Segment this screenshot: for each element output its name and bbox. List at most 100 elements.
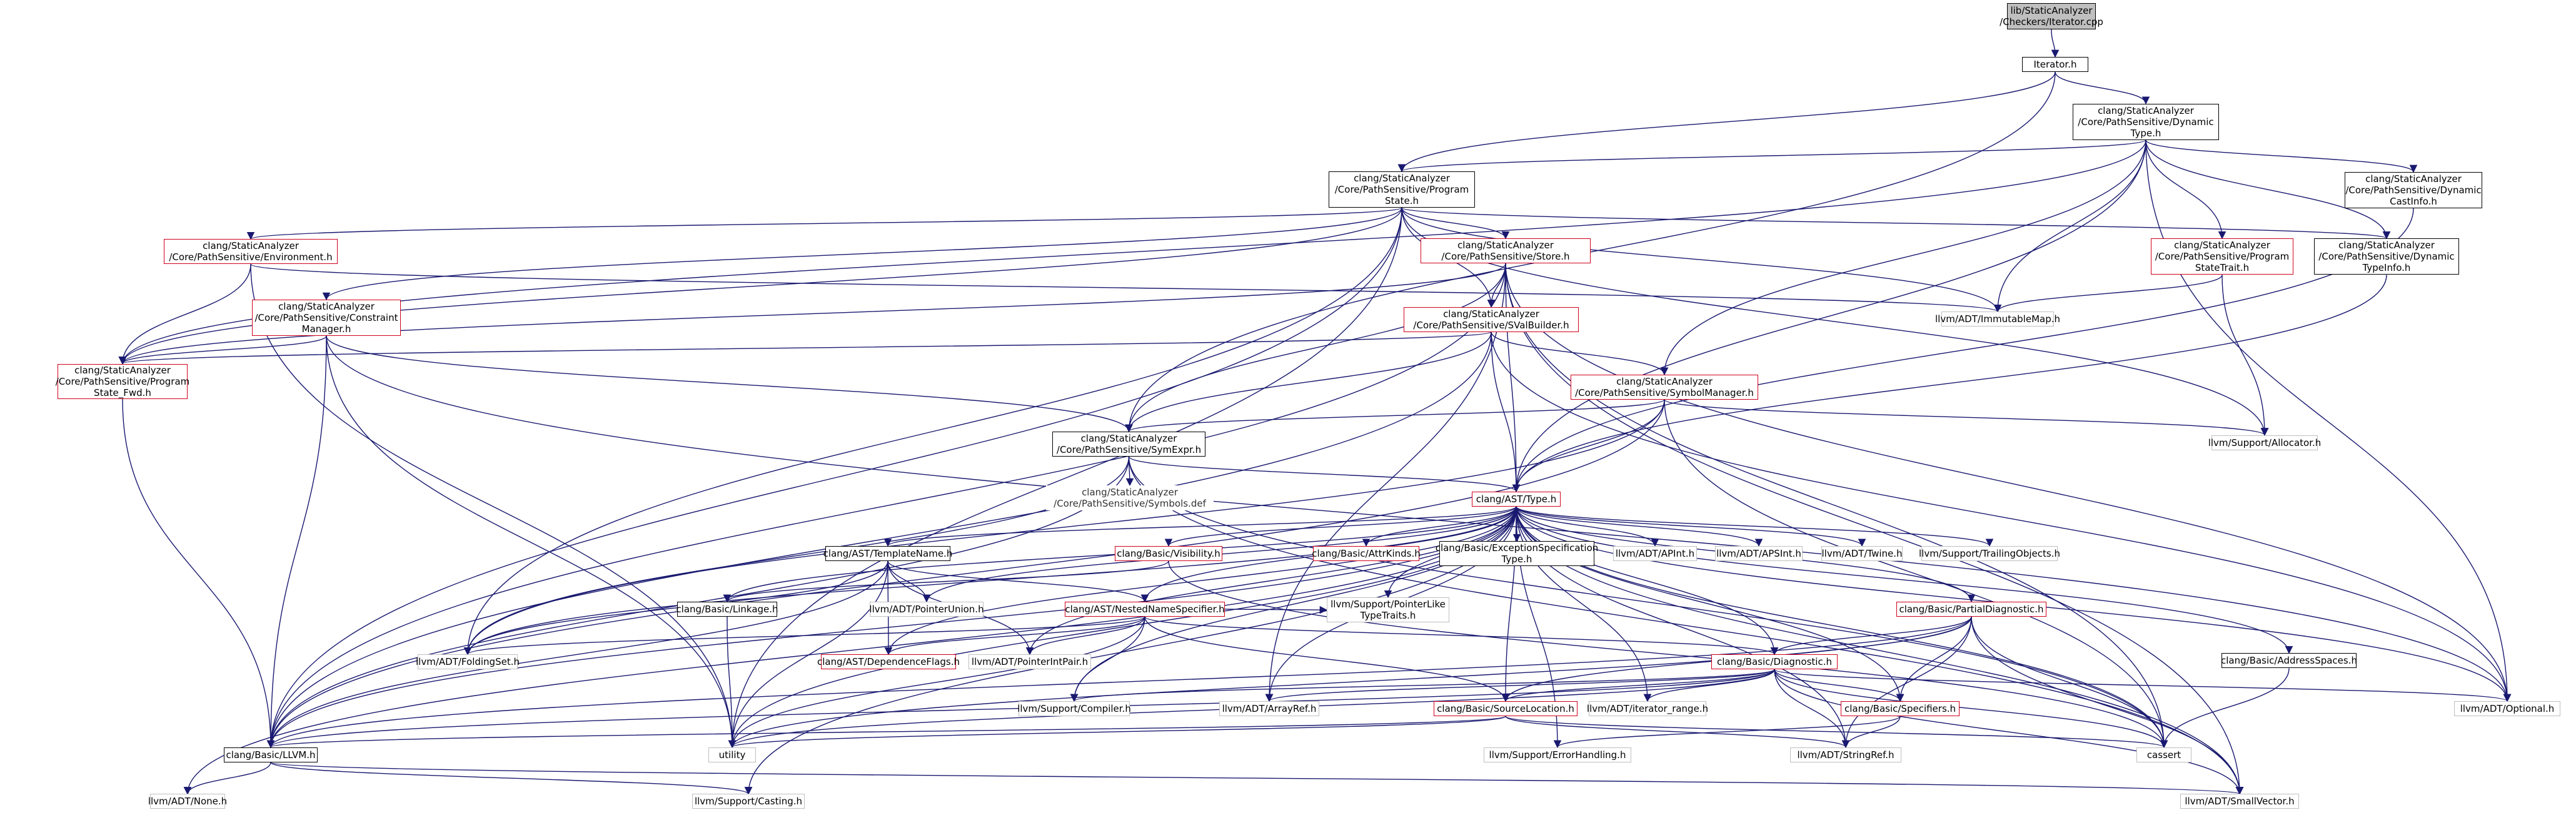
node-dyntypeinfo[interactable]: clang/StaticAnalyzer /Core/PathSensitive… bbox=[2314, 238, 2459, 275]
node-partialdiag[interactable]: clang/Basic/PartialDiagnostic.h bbox=[1896, 601, 2046, 617]
node-iterrange[interactable]: llvm/ADT/iterator_range.h bbox=[1587, 701, 1708, 716]
node-visibility[interactable]: clang/Basic/Visibility.h bbox=[1115, 545, 1222, 561]
node-smallvector[interactable]: llvm/ADT/SmallVector.h bbox=[2180, 794, 2299, 809]
node-root[interactable]: lib/StaticAnalyzer /Checkers/Iterator.cp… bbox=[2000, 3, 2103, 29]
edge-dyntype-to-symbolmgr bbox=[1660, 139, 2146, 376]
node-allocator[interactable]: llvm/Support/Allocator.h bbox=[2208, 435, 2321, 450]
edge-environment-to-psfwd bbox=[118, 264, 251, 365]
node-svalbuilder[interactable]: clang/StaticAnalyzer /Core/PathSensitive… bbox=[1404, 306, 1579, 332]
edge-dyntype-to-dyncast bbox=[2145, 139, 2418, 173]
edge-store-to-llvmh bbox=[266, 263, 1506, 748]
node-nonehdr[interactable]: llvm/ADT/None.h bbox=[148, 794, 227, 809]
node-symexpr[interactable]: clang/StaticAnalyzer /Core/PathSensitive… bbox=[1052, 431, 1205, 457]
edge-dyntype-to-asttype bbox=[1512, 139, 2146, 492]
node-store[interactable]: clang/StaticAnalyzer /Core/PathSensitive… bbox=[1421, 238, 1591, 264]
node-asttype[interactable]: clang/AST/Type.h bbox=[1472, 491, 1561, 507]
edge-asttype-to-twine bbox=[1516, 506, 1866, 547]
edge-templatename-to-utility bbox=[728, 560, 888, 748]
edge-symbolmgr-to-asttype bbox=[1512, 399, 1665, 492]
node-environment[interactable]: clang/StaticAnalyzer /Core/PathSensitive… bbox=[164, 239, 338, 265]
edge-svalbuilder-to-psfwd bbox=[119, 331, 1492, 365]
edge-progstate-to-utility bbox=[728, 208, 1402, 748]
node-pointerintpair[interactable]: llvm/ADT/PointerIntPair.h bbox=[969, 654, 1091, 670]
node-apsint[interactable]: llvm/ADT/APSInt.h bbox=[1715, 545, 1803, 561]
node-compiler[interactable]: llvm/Support/Compiler.h bbox=[1017, 701, 1131, 716]
node-diagnostic[interactable]: clang/Basic/Diagnostic.h bbox=[1711, 654, 1838, 670]
node-pointerlike[interactable]: llvm/Support/PointerLike TypeTraits.h bbox=[1327, 597, 1449, 623]
edge-sourceloc-to-llvmh bbox=[267, 716, 1506, 748]
edge-symexpr-to-asttype bbox=[1128, 456, 1521, 492]
edge-asttype-to-apsint bbox=[1516, 506, 1763, 547]
node-depflags[interactable]: clang/AST/DependenceFlags.h bbox=[817, 654, 960, 670]
edge-store-to-psfwd bbox=[119, 263, 1506, 365]
edge-environment-to-utility bbox=[250, 264, 737, 748]
node-symbolmgr[interactable]: clang/StaticAnalyzer /Core/PathSensitive… bbox=[1571, 374, 1758, 400]
edge-asttype-to-apint bbox=[1516, 506, 1659, 547]
node-dyncast[interactable]: clang/StaticAnalyzer /Core/PathSensitive… bbox=[2345, 171, 2482, 208]
edge-psfwd-to-llvmh bbox=[122, 398, 275, 748]
node-immutablemap[interactable]: llvm/ADT/ImmutableMap.h bbox=[1935, 311, 2060, 327]
node-sourceloc[interactable]: clang/Basic/SourceLocation.h bbox=[1434, 701, 1577, 716]
edge-progstate-to-immutablemap bbox=[1401, 208, 2002, 313]
edge-sourceloc-to-utility bbox=[728, 716, 1506, 748]
node-optional[interactable]: llvm/ADT/Optional.h bbox=[2454, 701, 2560, 716]
edge-symexpr-to-smallvector bbox=[1128, 456, 2244, 795]
node-stringref[interactable]: llvm/ADT/StringRef.h bbox=[1790, 747, 1901, 762]
edge-progstate-to-constraint bbox=[322, 207, 1402, 301]
edge-addrspaces-to-cassert bbox=[2160, 668, 2290, 748]
node-psfwd[interactable]: clang/StaticAnalyzer /Core/PathSensitive… bbox=[55, 363, 190, 399]
node-constraint[interactable]: clang/StaticAnalyzer /Core/PathSensitive… bbox=[252, 300, 401, 337]
edge-svalbuilder-to-asttype bbox=[1491, 332, 1521, 492]
edge-nns-to-foldingset bbox=[464, 616, 1145, 656]
node-arrayref[interactable]: llvm/ADT/ArrayRef.h bbox=[1219, 701, 1319, 716]
edge-diagnostic-to-optional bbox=[1774, 669, 2511, 702]
edge-iterator-to-progstate bbox=[1397, 72, 2056, 173]
edge-asttype-to-templatename bbox=[884, 506, 1517, 547]
node-utility[interactable]: utility bbox=[708, 747, 756, 762]
edge-constraint-to-symexpr bbox=[326, 335, 1133, 433]
node-dyntype[interactable]: clang/StaticAnalyzer /Core/PathSensitive… bbox=[2073, 103, 2219, 140]
edge-templatename-to-llvmh bbox=[266, 560, 888, 748]
node-specifiers[interactable]: clang/Basic/Specifiers.h bbox=[1841, 701, 1960, 716]
node-twine[interactable]: llvm/ADT/Twine.h bbox=[1821, 545, 1903, 561]
edge-asttype-to-diagnostic bbox=[1516, 506, 1779, 656]
edge-sourceloc-to-cassert bbox=[1505, 716, 2168, 748]
edge-progstate-to-psfwd bbox=[118, 208, 1402, 365]
node-nns[interactable]: clang/AST/NestedNameSpecifier.h bbox=[1065, 601, 1225, 617]
edge-diagnostic-to-compiler bbox=[1070, 669, 1775, 702]
edge-diagnostic-to-iterrange bbox=[1643, 669, 1775, 702]
node-errorhandling[interactable]: llvm/Support/ErrorHandling.h bbox=[1484, 747, 1631, 762]
edge-asttype-to-llvmh bbox=[266, 506, 1517, 748]
node-linkage[interactable]: clang/Basic/Linkage.h bbox=[676, 601, 778, 617]
node-llvmh[interactable]: clang/Basic/LLVM.h bbox=[224, 747, 318, 762]
node-templatename[interactable]: clang/AST/TemplateName.h bbox=[823, 545, 952, 561]
node-apint[interactable]: llvm/ADT/APInt.h bbox=[1613, 545, 1697, 561]
edge-visibility-to-cassert bbox=[1168, 560, 2168, 748]
node-addrspaces[interactable]: clang/Basic/AddressSpaces.h bbox=[2221, 653, 2357, 669]
edge-llvmh-to-casting bbox=[270, 762, 752, 795]
node-progstate[interactable]: clang/StaticAnalyzer /Core/PathSensitive… bbox=[1329, 171, 1475, 208]
node-exspec[interactable]: clang/Basic/ExceptionSpecification Type.… bbox=[1435, 541, 1599, 567]
edge-symbolmgr-to-foldingset bbox=[463, 399, 1665, 656]
edge-environment-to-immutablemap bbox=[250, 263, 2001, 313]
node-trailing[interactable]: llvm/Support/TrailingObjects.h bbox=[1919, 545, 2060, 561]
edge-root-to-iterator bbox=[2051, 29, 2060, 58]
edge-symbolmgr-to-symexpr bbox=[1125, 399, 1665, 433]
node-attrkinds[interactable]: clang/Basic/AttrKinds.h bbox=[1312, 545, 1421, 561]
edge-symbolmgr-to-allocator bbox=[1664, 399, 2268, 436]
node-iterator[interactable]: Iterator.h bbox=[2022, 57, 2088, 73]
node-pstrait[interactable]: clang/StaticAnalyzer /Core/PathSensitive… bbox=[2151, 238, 2293, 275]
node-symbolsdef[interactable]: clang/StaticAnalyzer /Core/PathSensitive… bbox=[1046, 485, 1214, 511]
node-casting[interactable]: llvm/Support/Casting.h bbox=[692, 794, 805, 809]
edge-nns-to-depflags bbox=[884, 616, 1145, 656]
edge-templatename-to-nns bbox=[887, 560, 1149, 603]
edge-store-to-smallvector bbox=[1505, 263, 2244, 795]
edge-dyntype-to-progstate bbox=[1398, 139, 2146, 173]
node-foldingset[interactable]: llvm/ADT/FoldingSet.h bbox=[416, 654, 520, 670]
node-pointerunion[interactable]: llvm/ADT/PointerUnion.h bbox=[869, 601, 984, 617]
node-cassert[interactable]: cassert bbox=[2136, 747, 2191, 762]
edge-nns-to-sourceloc bbox=[1144, 616, 1510, 702]
edge-store-to-optional bbox=[1505, 263, 2512, 702]
edge-store-to-asttype bbox=[1505, 263, 1521, 492]
edge-asttype-to-depflags bbox=[884, 506, 1517, 656]
